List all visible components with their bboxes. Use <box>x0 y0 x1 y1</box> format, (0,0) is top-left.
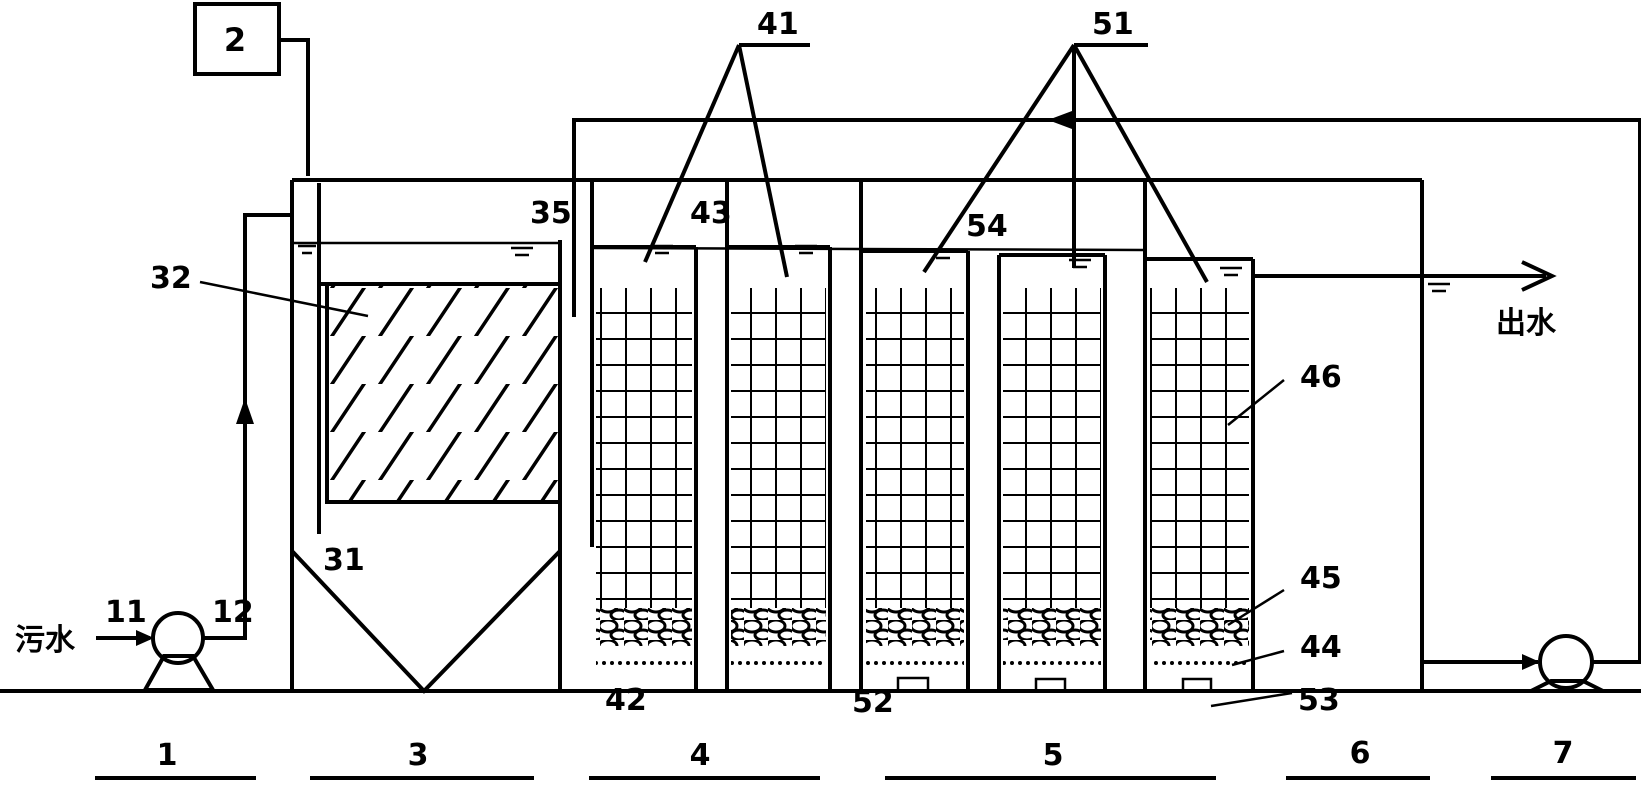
label-31: 31 <box>323 543 365 578</box>
label-41: 41 <box>757 7 799 42</box>
dosing-line <box>279 38 310 176</box>
unit-label-3: 3 <box>408 738 429 773</box>
aerator-53 <box>1181 677 1213 693</box>
label-inlet: 污水 <box>15 623 76 658</box>
label-43: 43 <box>690 196 732 231</box>
label-45: 45 <box>1300 561 1342 596</box>
recycle-pump-7 <box>1530 634 1604 693</box>
aerator <box>1034 677 1067 693</box>
unit-label-7: 7 <box>1553 736 1574 771</box>
flow-up-arrow <box>236 398 254 424</box>
filter-column <box>861 249 968 693</box>
label-51: 51 <box>1092 7 1134 42</box>
unit-label-6: 6 <box>1350 736 1371 771</box>
filter-column <box>1145 257 1253 693</box>
settling-tank-3 <box>290 178 1422 694</box>
label-11: 11 <box>105 595 147 630</box>
filter-column <box>592 244 696 667</box>
filter-column <box>727 244 830 667</box>
label-box2: 2 <box>224 21 246 59</box>
aerator-52 <box>896 676 930 693</box>
feed-pipe <box>203 213 292 640</box>
label-12: 12 <box>212 595 254 630</box>
storage-tank-6 <box>1420 180 1450 691</box>
label-53: 53 <box>1298 683 1340 718</box>
label-44: 44 <box>1300 630 1342 665</box>
label-32: 32 <box>150 261 192 296</box>
unit-label-5: 5 <box>1043 738 1064 773</box>
unit-label-1: 1 <box>157 738 178 773</box>
inclined-plates-32 <box>325 282 562 504</box>
leader-lines <box>199 43 1293 708</box>
recycle-pipe <box>572 118 1641 664</box>
label-35: 35 <box>530 196 572 231</box>
unit-label-4: 4 <box>690 738 711 773</box>
filter-column <box>999 253 1105 693</box>
inlet-pump <box>141 611 217 692</box>
label-54: 54 <box>966 209 1008 244</box>
label-outlet: 出水 <box>1496 306 1557 341</box>
label-42: 42 <box>605 683 647 718</box>
label-46: 46 <box>1300 360 1342 395</box>
label-52: 52 <box>852 685 894 720</box>
water-level-line <box>591 246 1146 252</box>
